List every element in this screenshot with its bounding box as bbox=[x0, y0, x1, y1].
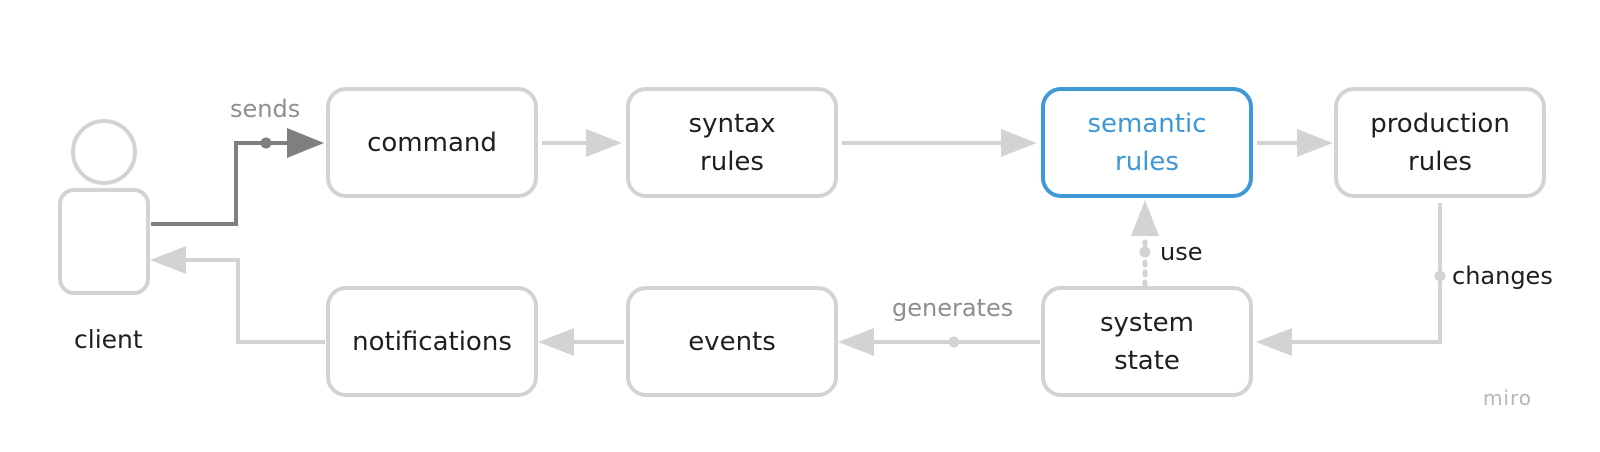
changes-connector bbox=[1256, 203, 1446, 356]
syntax-rules-node-label: syntax rules bbox=[688, 108, 776, 177]
notifications-node-label: notifications bbox=[352, 326, 512, 357]
syntax-rules-node: syntax rules bbox=[626, 87, 838, 198]
miro-watermark: miro bbox=[1482, 386, 1532, 410]
syntax-to-semantic-arrow bbox=[842, 129, 1037, 157]
events-to-notifications-arrow bbox=[538, 328, 624, 356]
semantic-rules-node-label: semantic rules bbox=[1087, 108, 1207, 177]
client-label: client bbox=[74, 325, 143, 354]
sends-connector bbox=[151, 128, 324, 226]
changes-label: changes bbox=[1452, 262, 1553, 290]
semantic-to-production-arrow bbox=[1257, 129, 1333, 157]
use-label: use bbox=[1160, 238, 1203, 266]
generates-connector bbox=[838, 328, 1040, 356]
command-to-syntax-arrow bbox=[542, 129, 622, 157]
command-node-label: command bbox=[367, 127, 497, 158]
client-actor-icon bbox=[58, 119, 150, 295]
semantic-rules-node: semantic rules bbox=[1041, 87, 1253, 198]
sends-label: sends bbox=[230, 95, 301, 123]
production-rules-node-label: production rules bbox=[1370, 108, 1510, 177]
production-rules-node: production rules bbox=[1334, 87, 1546, 198]
events-node-label: events bbox=[688, 326, 776, 357]
use-connector bbox=[1131, 200, 1159, 288]
events-node: events bbox=[626, 286, 838, 397]
notifications-to-client-connector bbox=[150, 246, 325, 344]
system-state-node: system state bbox=[1041, 286, 1253, 397]
command-node: command bbox=[326, 87, 538, 198]
system-state-node-label: system state bbox=[1100, 307, 1194, 376]
notifications-node: notifications bbox=[326, 286, 538, 397]
generates-label: generates bbox=[892, 294, 1014, 322]
